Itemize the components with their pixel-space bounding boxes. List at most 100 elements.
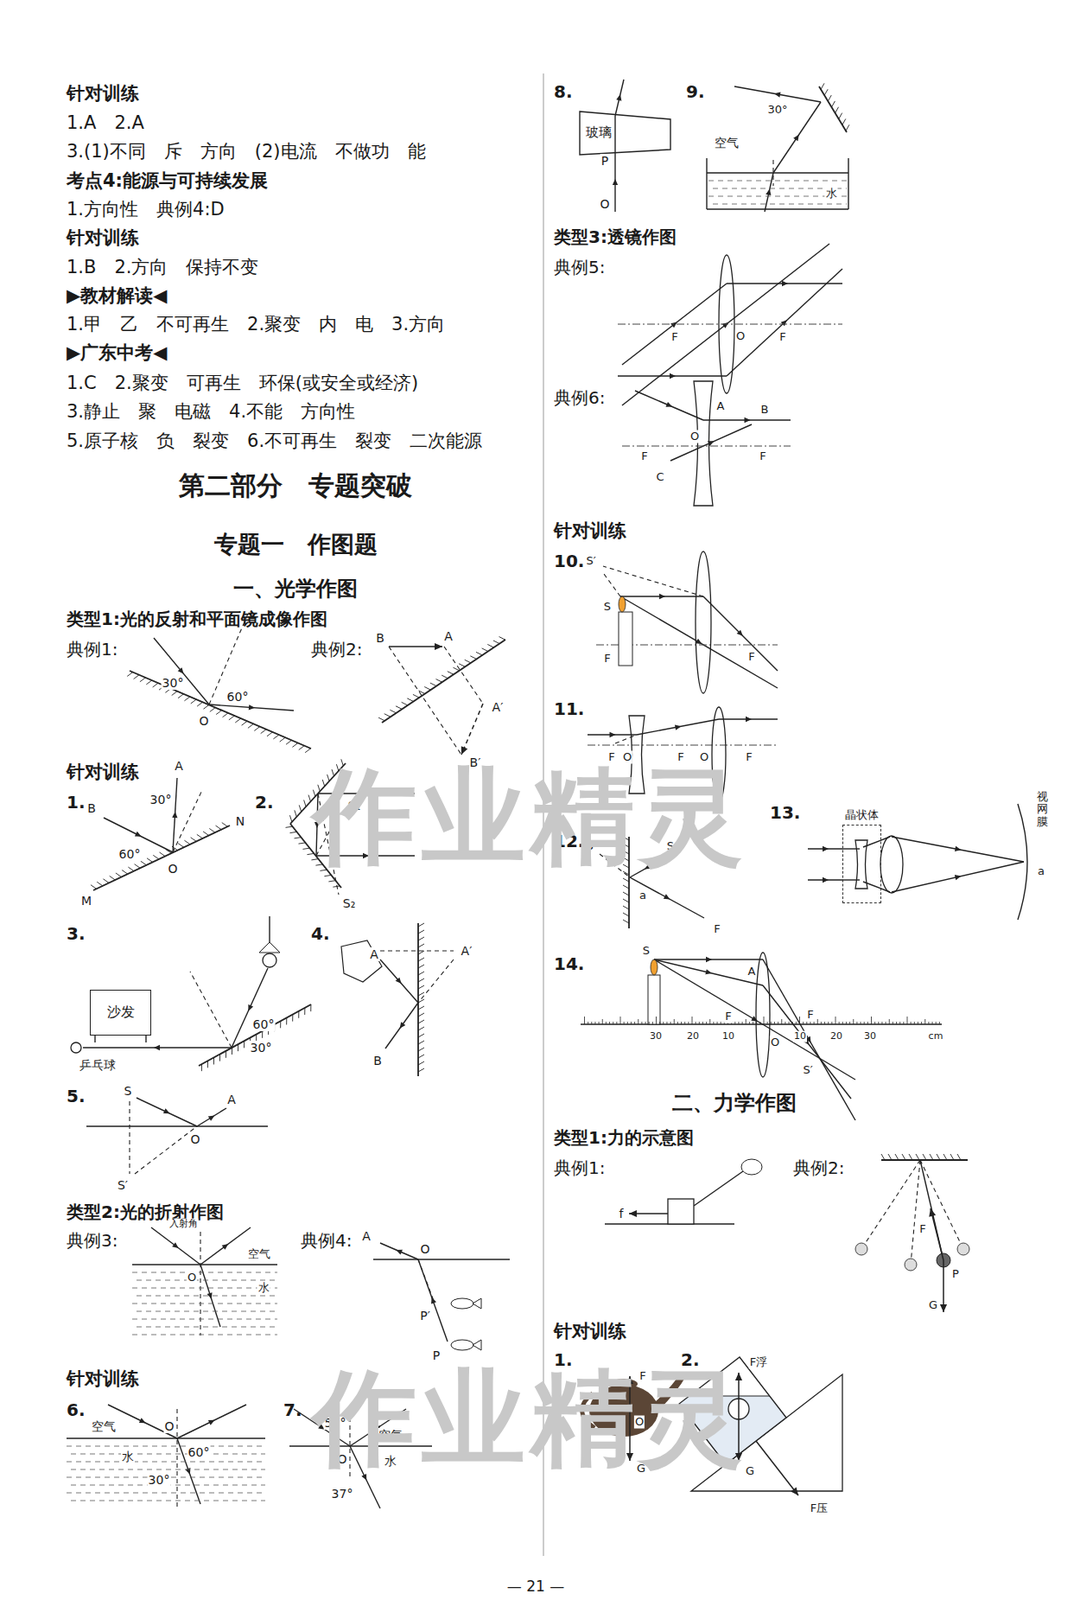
light-ray (703, 596, 778, 671)
vertical-label: 视网膜 (1036, 790, 1049, 828)
mirror-hatch (292, 1014, 293, 1022)
mirror-hatch (922, 1153, 927, 1160)
ray-arrow (793, 134, 800, 142)
mirror-hatch (127, 672, 133, 677)
ruler-tick (734, 1021, 736, 1024)
sofa-box: 沙发 (89, 989, 152, 1036)
ruler-tick (655, 1016, 657, 1024)
ruler-tick (935, 1021, 937, 1024)
ruler-tick (745, 1018, 747, 1024)
ruler-tick (602, 1018, 604, 1024)
ruler-tick (827, 1021, 829, 1024)
ray-arrow (248, 704, 255, 710)
mirror-hatch (222, 822, 229, 827)
mirror-hatch (133, 674, 140, 680)
ruler-tick (907, 1016, 909, 1024)
ruler-tick (777, 1021, 779, 1024)
ruler-tick (742, 1021, 744, 1024)
mirror-hatch (418, 1047, 425, 1051)
mirror-hatch (827, 95, 832, 102)
light-ray (635, 390, 704, 420)
ruler-tick (924, 1018, 926, 1024)
mirror-hatch (261, 1030, 263, 1038)
ray-arrow (745, 716, 752, 722)
dashed-line (444, 646, 483, 704)
figure-label: O (163, 1418, 175, 1433)
figure-label: 二、力学作图 (671, 1091, 798, 1116)
ray-arrow (822, 876, 829, 883)
mirror-hatch (452, 667, 459, 671)
figure-label: 一、光学作图 (232, 577, 359, 602)
ruler-tick (939, 1021, 941, 1024)
mirror-hatch (412, 693, 420, 698)
text-line: 考点4:能源与可持续发展 (66, 170, 268, 191)
mirror-hatch (279, 1020, 281, 1028)
light-ray (615, 79, 624, 116)
light-ray (231, 967, 268, 1048)
text-line: 类型1:力的示意图 (553, 1127, 694, 1148)
arrow-head (940, 1303, 947, 1312)
mirror-hatch (436, 679, 443, 683)
figure-label: A′ (460, 943, 474, 958)
mirror-hatch (418, 950, 425, 954)
ray-arrow (744, 417, 751, 423)
figure-label: F (918, 1222, 927, 1236)
ray-arrow (222, 1243, 229, 1250)
light-ray (891, 836, 1024, 862)
mirror-hatch (310, 1003, 312, 1011)
water-dash (132, 1302, 278, 1304)
mirror-hatch (165, 849, 172, 854)
ruler-tick (756, 1021, 757, 1024)
ray-arrow (208, 1114, 216, 1120)
ruler-tick (623, 1021, 625, 1024)
mirror-hatch (152, 854, 159, 859)
water-dash (70, 1468, 266, 1470)
figure-label: O (189, 1131, 201, 1146)
eye-object (341, 940, 382, 982)
figure-label: 30° (149, 792, 173, 807)
figure-label: B (760, 403, 770, 417)
mirror-hatch (418, 1033, 425, 1037)
dashed-arrow (461, 703, 483, 755)
mirror-hatch (196, 833, 204, 839)
figure-label: O (689, 430, 700, 444)
ruler-tick (598, 1021, 600, 1024)
watermark: 作业精灵 (312, 756, 749, 876)
convex-lens (718, 254, 735, 394)
ruler-tick (838, 1021, 840, 1024)
text-line: 典例4: (300, 1230, 352, 1251)
mirror-hatch (243, 1040, 245, 1048)
ruler-tick (645, 1021, 647, 1024)
mirror-hatch (908, 1153, 913, 1160)
mirror-hatch (332, 885, 340, 887)
ruler-tick (889, 1018, 890, 1024)
fish-tail (472, 1297, 482, 1309)
text-line: 1.方向性 典例4:D (66, 198, 225, 220)
outline-line (94, 1035, 96, 1042)
ruler-tick (902, 1021, 904, 1024)
mirror-hatch (127, 866, 134, 871)
mirror-hatch (222, 712, 229, 718)
ruler-tick (856, 1021, 858, 1024)
figure-label: O (186, 1270, 197, 1284)
mirror-hatch (146, 679, 152, 685)
ray-arrow (765, 189, 771, 197)
water-dash (70, 1499, 266, 1501)
ruler-tick (616, 1021, 617, 1024)
mirror-hatch (418, 971, 425, 975)
concave-lens (855, 839, 868, 889)
dashed-line (172, 789, 203, 852)
plane-mirror (881, 1158, 968, 1161)
light-ray (418, 1258, 448, 1341)
ray-arrow (616, 94, 622, 102)
mirror-hatch (190, 837, 197, 842)
ray-arrow (400, 1021, 407, 1029)
text-line: 1.B 2.方向 保持不变 (66, 256, 259, 278)
dashed-line (128, 1100, 130, 1174)
ruler-tick (652, 1021, 654, 1024)
figure-label: N (235, 813, 246, 828)
convex-lens (756, 952, 770, 1077)
ruler-tick (677, 1021, 679, 1024)
ruler-tick (709, 1018, 711, 1024)
text-line: 类型3:透镜作图 (553, 227, 677, 248)
